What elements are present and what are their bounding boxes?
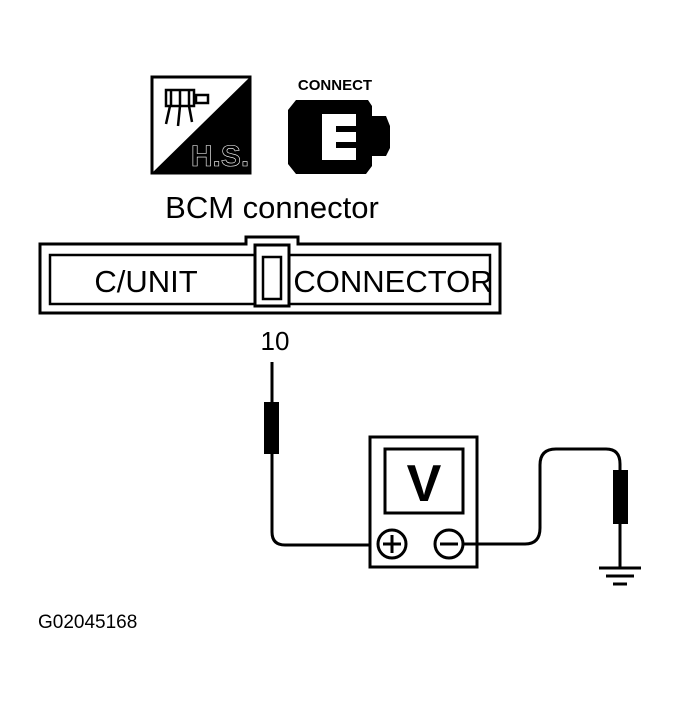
harness-side-label: H.S. (191, 140, 249, 173)
terminal-number: 10 (261, 326, 290, 356)
voltmeter-display-text: V (407, 455, 442, 513)
figure-id: G02045168 (38, 612, 137, 633)
negative-probe (463, 447, 628, 567)
connector-right-label: CONNECTOR (293, 264, 492, 299)
connect-icon: CONNECT (288, 77, 390, 174)
connector-title: BCM connector (165, 190, 379, 225)
connector-left-label: C/UNIT (94, 264, 197, 299)
connect-label: CONNECT (298, 77, 372, 94)
voltmeter-display (383, 447, 465, 515)
ground-icon (599, 566, 641, 586)
voltmeter: V (368, 435, 479, 569)
positive-probe (264, 362, 378, 547)
harness-side-icon: H.S. (150, 75, 252, 175)
bcm-connector: C/UNIT CONNECTOR (38, 235, 502, 315)
